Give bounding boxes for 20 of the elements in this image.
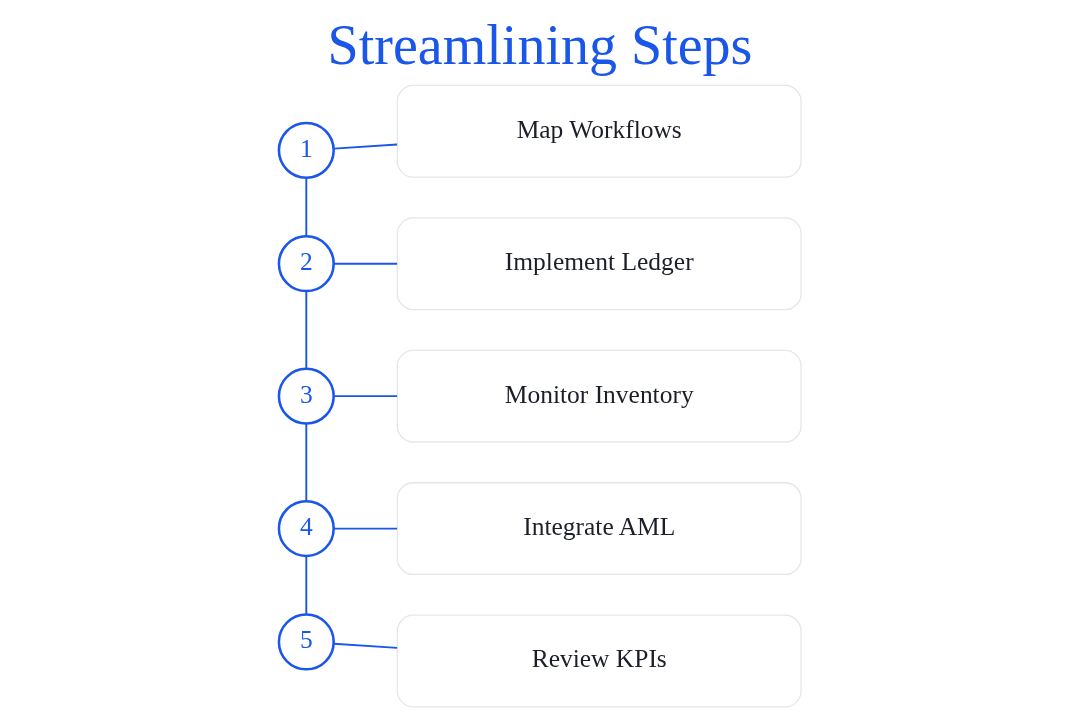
node-circle: 4 <box>277 499 335 557</box>
connector <box>305 176 308 237</box>
connector <box>305 289 308 370</box>
connector <box>305 554 308 615</box>
connector <box>332 143 399 150</box>
connector <box>332 262 399 265</box>
connector <box>332 394 399 397</box>
node-circle: 2 <box>277 234 335 292</box>
connector <box>332 642 399 649</box>
node-box: Implement Ledger <box>396 216 802 310</box>
node-circle: 5 <box>277 612 335 671</box>
node-circle: 3 <box>277 367 335 425</box>
node-box: Integrate AML <box>396 481 802 575</box>
connector <box>305 422 308 502</box>
node-box: Map Workflows <box>396 84 802 178</box>
connector <box>332 527 399 530</box>
diagram-title: Streamlining Steps <box>327 13 753 76</box>
node-circle: 1 <box>277 121 335 179</box>
node-box: Review KPIs <box>396 614 802 708</box>
node-box: Monitor Inventory <box>396 349 802 443</box>
